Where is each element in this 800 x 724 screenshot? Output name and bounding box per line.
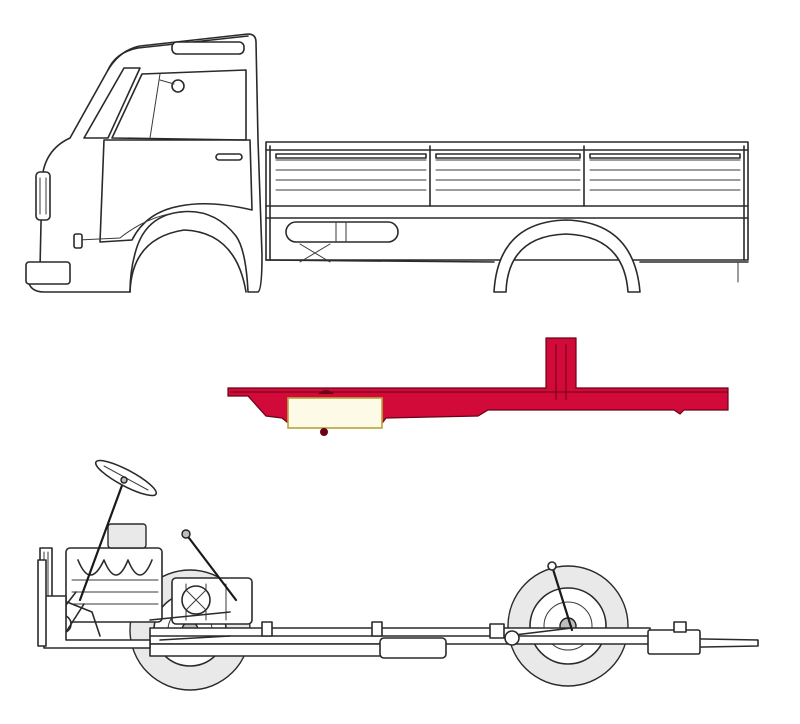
steering-box <box>61 599 101 637</box>
spare-bracket <box>299 243 331 263</box>
clutch-spokes <box>185 589 207 611</box>
rail-clamp-3 <box>489 623 505 639</box>
engine <box>39 523 253 641</box>
chassis-rails <box>149 621 759 659</box>
fuel-tank <box>287 397 383 429</box>
bed-posts <box>269 145 745 261</box>
bed-slats <box>275 153 741 191</box>
rear-arm-pivot <box>504 630 520 646</box>
tank-straps <box>335 221 347 243</box>
gear-knob-icon <box>181 529 191 539</box>
front-frame-horn <box>43 595 151 649</box>
roof-visor <box>107 35 249 71</box>
frame-bolt <box>320 428 328 436</box>
rear-strut <box>550 564 574 632</box>
cargo-bed <box>265 141 749 293</box>
rear-strut-top <box>547 561 557 571</box>
steering-column <box>78 478 126 602</box>
front-wheel-arch <box>129 229 247 293</box>
rear-crossmember <box>647 629 701 655</box>
cab-door <box>99 139 253 243</box>
rear-wheel <box>507 565 629 687</box>
door-handle <box>215 153 243 161</box>
frame-crossmember-line <box>555 344 567 400</box>
rear-wheel-arch <box>493 219 641 293</box>
cab-crease <box>77 211 185 241</box>
bed-skirt <box>265 259 749 263</box>
bed-fuel-tank <box>285 221 399 243</box>
exhaust-muffler <box>379 637 447 659</box>
mirror-icon <box>171 79 185 93</box>
headlamp-lines <box>39 177 47 215</box>
air-filter <box>107 523 147 549</box>
chassis-frame-highlight <box>227 337 729 436</box>
running-gear-cutaway <box>37 459 759 691</box>
tow-hitch <box>673 621 687 633</box>
cab-shell <box>27 33 263 293</box>
front-bumper-bracket <box>37 559 47 647</box>
cab <box>25 33 263 293</box>
rail-clamp-2 <box>371 621 383 637</box>
gear-lever <box>184 532 238 602</box>
mirror-arm <box>159 79 175 85</box>
front-suspension-arm <box>149 611 231 641</box>
steering-hub <box>120 476 128 484</box>
front-bumper <box>25 261 71 285</box>
headlamp-icon <box>35 171 51 221</box>
bed-lower-rail <box>265 205 749 219</box>
rail-clamp-1 <box>261 621 273 637</box>
lower-rail <box>149 643 391 657</box>
steering <box>61 459 158 637</box>
truck-side-view <box>25 33 749 293</box>
frame-bracket <box>318 390 334 394</box>
exhaust-manifold <box>77 559 153 576</box>
window-divider <box>149 73 161 139</box>
windshield <box>83 67 141 139</box>
side-marker <box>73 233 83 249</box>
roof-light <box>171 41 245 55</box>
rear-hub-ring <box>543 601 593 651</box>
rear-suspension <box>504 561 574 646</box>
